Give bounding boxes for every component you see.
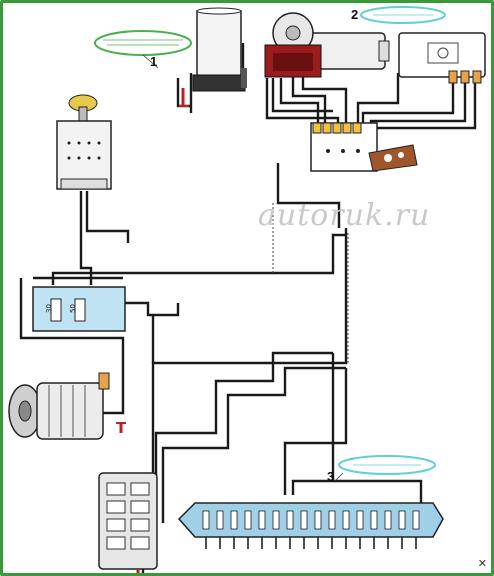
terminal-block xyxy=(310,122,378,172)
fuse-box xyxy=(98,472,158,573)
callout-number: 1 xyxy=(150,54,157,69)
fuse-block xyxy=(177,502,444,549)
wire-switch-relay xyxy=(79,191,93,285)
generator xyxy=(8,372,126,440)
fuse-holder xyxy=(368,144,418,172)
wiper-relay xyxy=(398,32,486,84)
wire-fuse-bus xyxy=(291,479,423,503)
relay-terminal-50: 50 xyxy=(69,304,77,313)
ignition-switch xyxy=(56,94,112,190)
wire-relay-generator xyxy=(19,278,125,415)
callout-number: 3 xyxy=(327,469,334,484)
start-relay: 30 50 xyxy=(32,286,126,332)
wire-staircase xyxy=(154,351,333,523)
tools-icon: ✕ xyxy=(477,557,487,570)
wiper-motor xyxy=(264,12,390,78)
battery-unit xyxy=(192,7,247,92)
ground-marker xyxy=(179,88,189,107)
callout-3: 3 xyxy=(327,455,436,484)
callout-2: 2 xyxy=(351,6,446,24)
watermark: autoruk.ru xyxy=(258,198,430,233)
callout-number: 2 xyxy=(351,7,358,22)
label-bubble-green xyxy=(94,30,192,56)
wiring-diagram: 1 2 xyxy=(8,6,486,573)
callout-1: 1 xyxy=(94,30,192,69)
thin-wires xyxy=(272,203,349,363)
relay-terminal-30: 30 xyxy=(45,304,53,313)
wires xyxy=(19,43,477,573)
